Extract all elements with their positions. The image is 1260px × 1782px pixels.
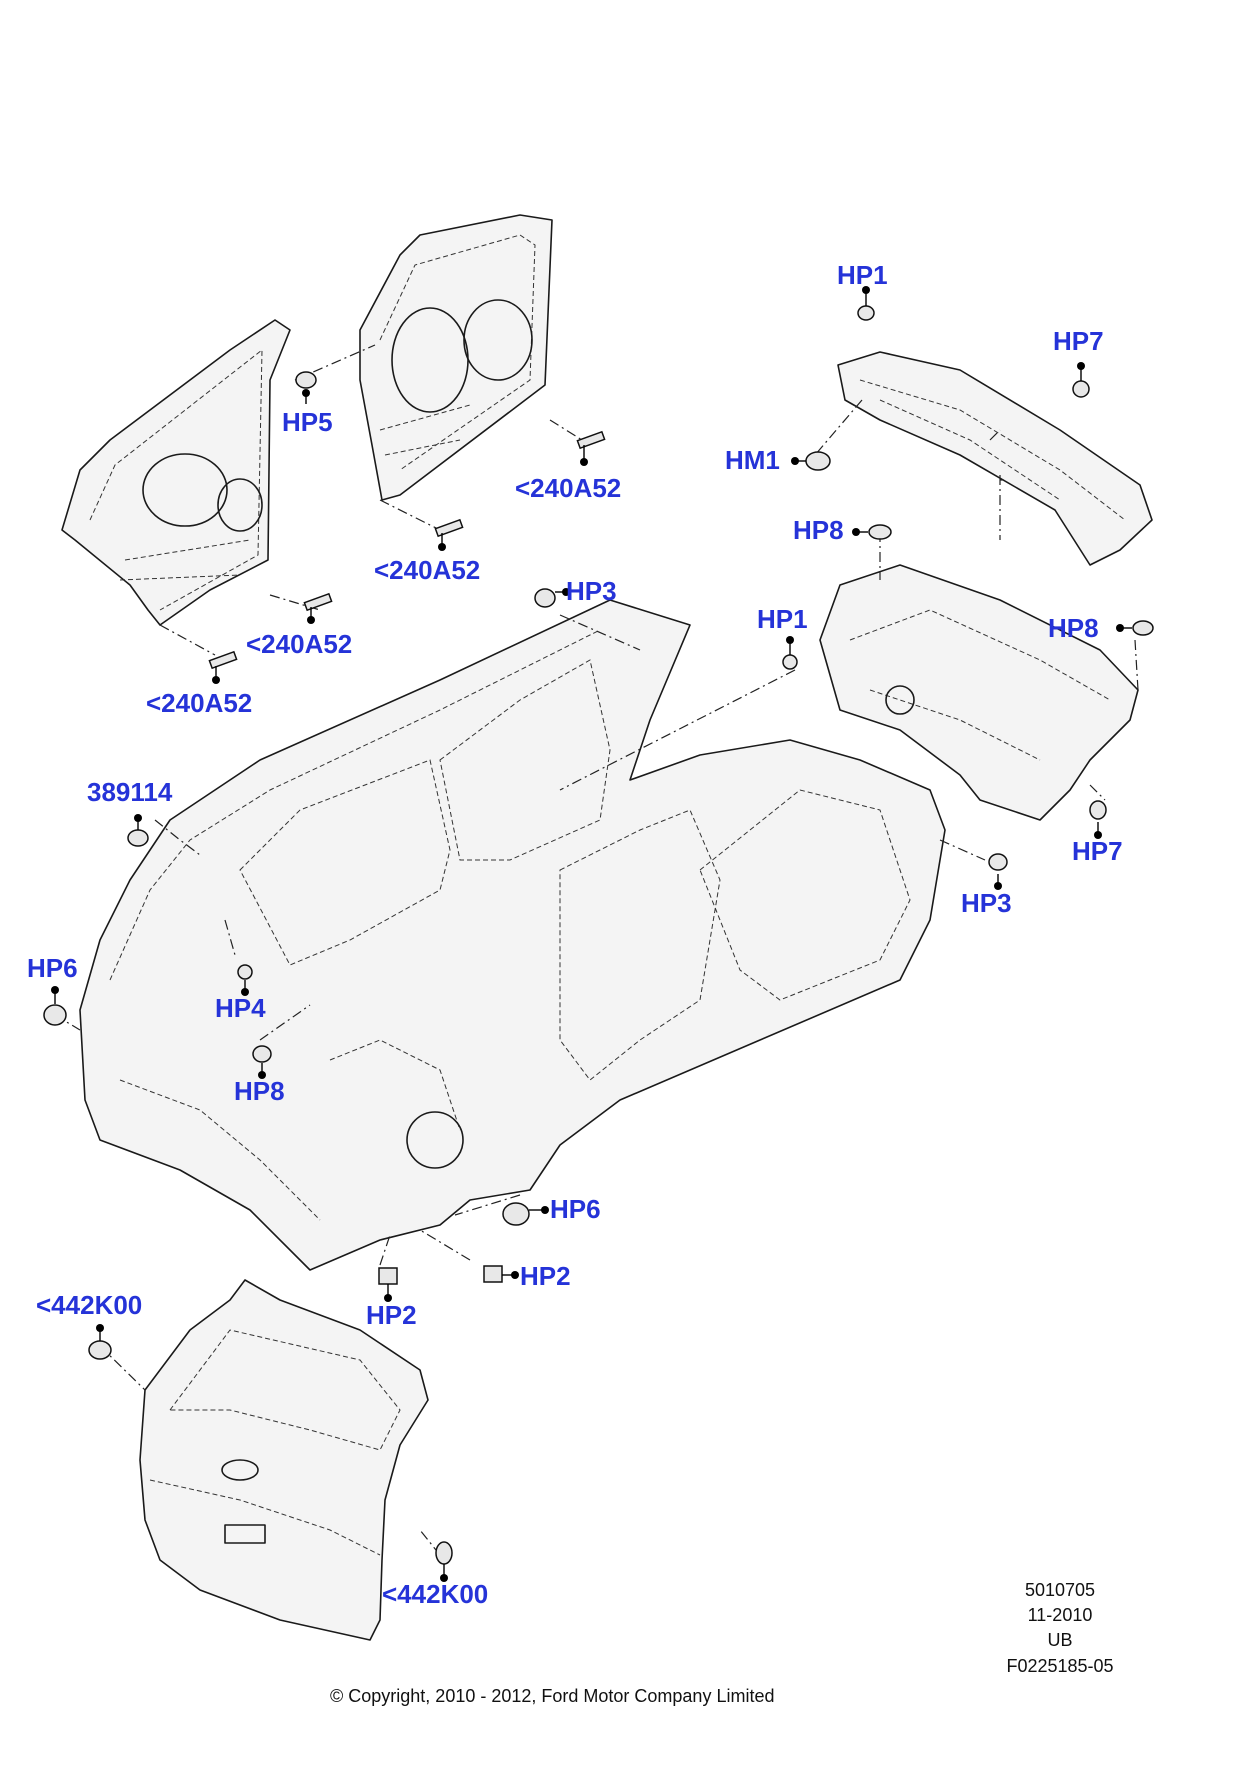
liftgate — [139, 1279, 429, 1641]
callout-hm1: HM1 — [725, 445, 780, 475]
callout-240a52-4: <240A52 — [146, 688, 253, 718]
callout-hp2-right: HP2 — [520, 1261, 571, 1291]
plug-hp8-right — [1132, 620, 1154, 636]
callout-hp2-left: HP2 — [366, 1300, 417, 1330]
plug-hp8-top — [868, 524, 892, 540]
fasteners — [43, 305, 1154, 1565]
plug-hp7-top — [1072, 380, 1090, 398]
callout-stems — [51, 286, 1132, 1582]
plug-hp1-mid — [782, 654, 798, 670]
body-side-structure — [79, 599, 946, 1271]
callout-hp3-right: HP3 — [961, 888, 1012, 918]
rear-roof-header — [837, 351, 1153, 566]
plug-442k00-top — [88, 1340, 112, 1360]
callout-240a52-2: <240A52 — [374, 555, 481, 585]
plug-hp3-top — [534, 588, 556, 608]
callout-hp6-left: HP6 — [27, 953, 78, 983]
reference-block: 5010705 11-2010 UB F0225185-05 — [990, 1578, 1130, 1679]
callout-hp8-right: HP8 — [1048, 613, 1099, 643]
callout-hp5: HP5 — [282, 407, 333, 437]
callout-hp1-top: HP1 — [837, 260, 888, 290]
callout-hp3-top: HP3 — [566, 576, 617, 606]
callout-240a52-3: <240A52 — [246, 629, 353, 659]
callout-hp8-left: HP8 — [234, 1076, 285, 1106]
plug-hp1-top — [857, 305, 875, 321]
callout-240a52-1: <240A52 — [515, 473, 622, 503]
reference-number: 5010705 — [1024, 1580, 1096, 1600]
plug-442k00-bottom — [435, 1541, 453, 1565]
plug-hp3-right — [988, 853, 1008, 871]
copyright-notice: © Copyright, 2010 - 2012, Ford Motor Com… — [330, 1686, 775, 1706]
plug-hp4 — [237, 964, 253, 980]
callout-hp6-bottom: HP6 — [550, 1194, 601, 1224]
callout-hp4: HP4 — [215, 993, 266, 1023]
callout-hp8-top: HP8 — [793, 515, 844, 545]
plug-hp7-bottom — [1089, 800, 1107, 820]
strip-240a52-2 — [434, 518, 464, 538]
reference-date: 11-2010 — [1027, 1605, 1093, 1626]
callout-hp7-top: HP7 — [1053, 326, 1104, 356]
plug-hp5 — [295, 371, 317, 389]
callout-442k00-top: <442K00 — [36, 1290, 143, 1320]
plug-hp8-left — [252, 1045, 272, 1063]
plug-hp6-left — [43, 1004, 67, 1026]
callout-442k00-bottom: <442K00 — [382, 1579, 489, 1609]
rear-floor-assembly — [819, 564, 1139, 821]
plug-hp6-bottom — [502, 1202, 530, 1226]
callout-hp1-mid: HP1 — [757, 604, 808, 634]
strip-240a52-1 — [576, 430, 606, 450]
front-door-panel — [359, 214, 553, 501]
strip-240a52-4 — [208, 650, 238, 670]
plug-389114 — [127, 829, 149, 847]
plug-hp2-left — [378, 1267, 398, 1285]
reference-code: UB — [1047, 1630, 1073, 1651]
callout-hp7-bottom: HP7 — [1072, 836, 1123, 866]
figure-id: F0225185-05 — [1006, 1655, 1114, 1676]
plug-hm1 — [805, 451, 831, 471]
strip-240a52-3 — [303, 592, 333, 612]
rear-door-panel — [61, 319, 291, 626]
plug-hp2-right — [483, 1265, 503, 1283]
callout-389114: 389114 — [87, 777, 173, 807]
